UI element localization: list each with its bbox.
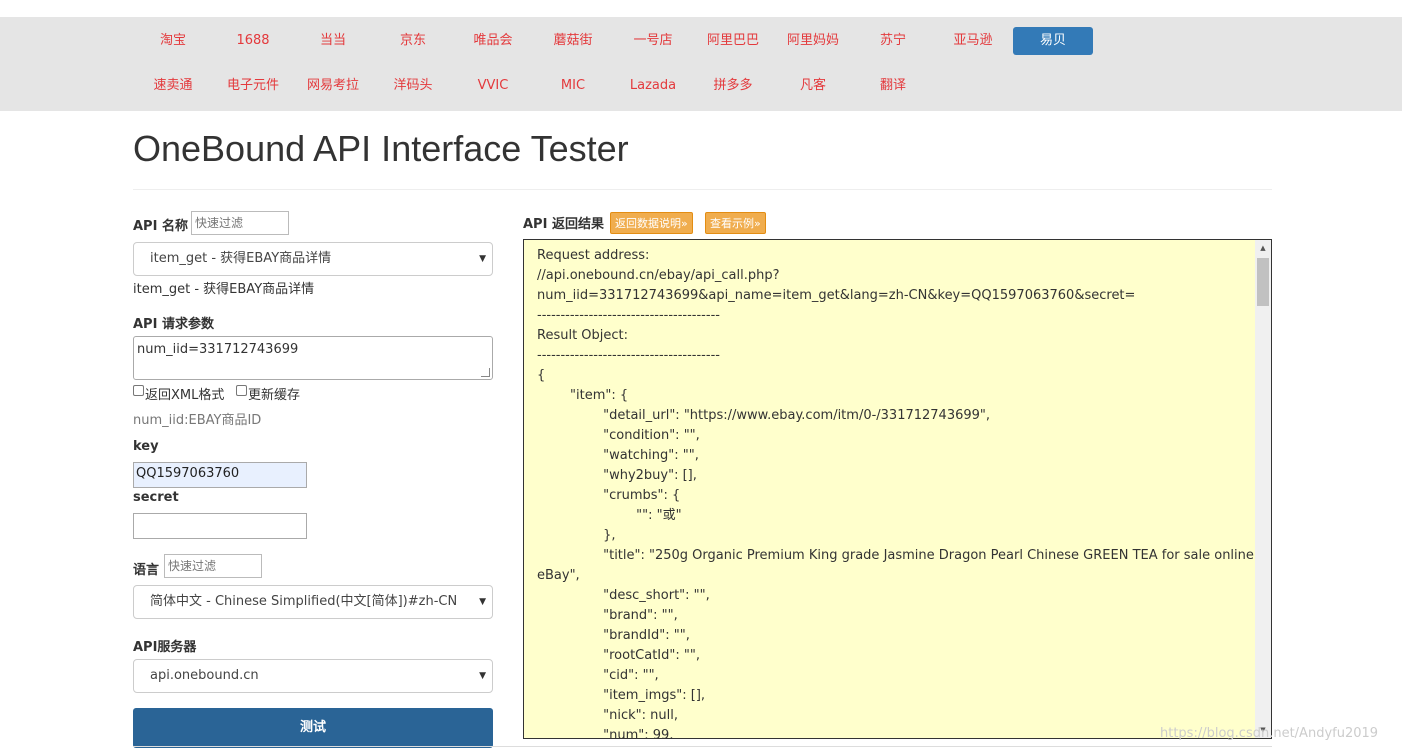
scrollbar[interactable]: ▲ ▼: [1255, 240, 1271, 738]
result-line: ---------------------------------------: [537, 348, 720, 363]
api-name-label: API 名称: [133, 219, 188, 234]
result-line: num_iid=331712743699&api_name=item_get&l…: [537, 288, 1136, 303]
xml-format-label: 返回XML格式: [145, 388, 225, 403]
nav-item-row2-9[interactable]: 翻译: [879, 78, 906, 93]
key-label: key: [133, 439, 159, 454]
chevron-down-icon: ▼: [479, 671, 486, 681]
test-button[interactable]: 测试: [133, 708, 493, 748]
nav-item-row1-3[interactable]: 京东: [399, 33, 426, 48]
result-output[interactable]: Request address: //api.onebound.cn/ebay/a…: [523, 239, 1272, 739]
nav-item-row2-6[interactable]: Lazada: [629, 78, 677, 93]
result-line: {: [537, 368, 546, 383]
result-line: "item": {: [537, 388, 629, 403]
result-line: "condition": "",: [537, 428, 700, 443]
result-line: "brand": "",: [537, 608, 678, 623]
update-cache-checkbox[interactable]: [236, 385, 247, 396]
nav-item-row2-1[interactable]: 电子元件: [226, 78, 279, 93]
nav-item-row2-5[interactable]: MIC: [560, 78, 586, 93]
result-line: "why2buy": [],: [537, 468, 697, 483]
key-value: QQ1597063760: [136, 466, 240, 481]
chevron-down-icon: ▼: [479, 254, 486, 264]
nav-item-row1-0[interactable]: 淘宝: [159, 33, 186, 48]
result-doc-button[interactable]: 返回数据说明»: [610, 212, 693, 234]
chevron-down-icon: ▼: [479, 597, 486, 607]
result-line: "rootCatId": "",: [537, 648, 700, 663]
result-line: "detail_url": "https://www.ebay.com/itm/…: [537, 408, 991, 423]
result-line: },: [537, 528, 616, 543]
secret-input[interactable]: [133, 513, 307, 539]
nav-item-row2-0[interactable]: 速卖通: [153, 78, 193, 93]
result-line: Result Object:: [537, 328, 629, 343]
server-select-value: api.onebound.cn: [150, 668, 259, 683]
params-value: num_iid=331712743699: [137, 342, 299, 357]
top-nav: 淘宝 1688 当当 京东 唯品会 蘑菇街 一号店 阿里巴巴 阿里妈妈 苏宁 亚马逊 易贝 速卖通 电子…: [0, 17, 1402, 111]
nav-item-row1-2[interactable]: 当当: [319, 33, 346, 48]
result-label: API 返回结果: [523, 217, 604, 232]
nav-item-row2-7[interactable]: 拼多多: [713, 78, 753, 93]
nav-item-row1-1[interactable]: 1688: [236, 33, 270, 48]
result-line: "brandId": "",: [537, 628, 690, 643]
result-line: "watching": "",: [537, 448, 699, 463]
nav-item-row2-4[interactable]: VVIC: [477, 78, 509, 93]
language-select-value: 简体中文 - Chinese Simplified(中文[简体])#zh-CN: [150, 594, 458, 609]
result-line: "title": "250g Organic Premium King grad…: [537, 548, 1254, 563]
scroll-down-icon[interactable]: ▼: [1260, 726, 1266, 734]
result-line: ---------------------------------------: [537, 308, 720, 323]
result-line: "item_imgs": [],: [537, 688, 706, 703]
scroll-up-icon[interactable]: ▲: [1260, 244, 1266, 252]
update-cache-label: 更新缓存: [248, 388, 301, 403]
nav-item-row2-2[interactable]: 网易考拉: [306, 78, 359, 93]
language-label: 语言: [133, 563, 160, 578]
result-line: eBay",: [537, 568, 580, 583]
nav-item-row1-5[interactable]: 蘑菇街: [553, 33, 593, 48]
api-name-filter-input[interactable]: [191, 211, 289, 235]
xml-format-checkbox[interactable]: [133, 385, 144, 396]
language-select[interactable]: 简体中文 - Chinese Simplified(中文[简体])#zh-CN …: [133, 585, 493, 619]
nav-item-row1-4[interactable]: 唯品会: [473, 33, 513, 48]
title-divider: [133, 189, 1272, 190]
server-select[interactable]: api.onebound.cn ▼: [133, 659, 493, 693]
result-line: "nick": null,: [537, 708, 678, 723]
nav-item-row1-11[interactable]: 易贝: [1013, 27, 1093, 55]
api-name-select[interactable]: item_get - 获得EBAY商品详情 ▼: [133, 242, 493, 276]
api-name-select-value: item_get - 获得EBAY商品详情: [150, 251, 332, 266]
scroll-thumb[interactable]: [1257, 258, 1269, 306]
nav-item-row1-9[interactable]: 苏宁: [879, 33, 906, 48]
result-line: "": "或": [537, 508, 682, 523]
watermark: https://blog.csdn.net/Andyfu2019: [1160, 726, 1379, 741]
result-line: Request address:: [537, 248, 650, 263]
result-line: "desc_short": "",: [537, 588, 710, 603]
params-label: API 请求参数: [133, 317, 214, 332]
key-input[interactable]: QQ1597063760: [133, 462, 307, 488]
resize-handle-icon[interactable]: [481, 368, 490, 377]
result-line: "crumbs": {: [537, 488, 681, 503]
result-line: "cid": "",: [537, 668, 659, 683]
result-text: Request address: //api.onebound.cn/ebay/a…: [537, 246, 1254, 739]
nav-item-row2-8[interactable]: 凡客: [799, 78, 826, 93]
server-label: API服务器: [133, 640, 197, 655]
secret-label: secret: [133, 490, 179, 505]
bottom-divider: [133, 746, 1272, 747]
result-line: //api.onebound.cn/ebay/api_call.php?: [537, 268, 780, 283]
params-hint: num_iid:EBAY商品ID: [133, 413, 262, 428]
params-textarea[interactable]: num_iid=331712743699: [133, 336, 493, 380]
page-title: OneBound API Interface Tester: [133, 128, 629, 169]
nav-item-row1-10[interactable]: 亚马逊: [953, 33, 993, 48]
nav-item-row2-3[interactable]: 洋码头: [393, 78, 433, 93]
nav-item-row1-6[interactable]: 一号店: [633, 33, 673, 48]
language-filter-input[interactable]: [164, 554, 262, 578]
result-line: "num": 99,: [537, 728, 674, 739]
example-button[interactable]: 查看示例»: [705, 212, 766, 234]
nav-item-row1-8[interactable]: 阿里妈妈: [786, 33, 839, 48]
nav-item-row1-7[interactable]: 阿里巴巴: [706, 33, 759, 48]
api-description: item_get - 获得EBAY商品详情: [133, 282, 315, 297]
